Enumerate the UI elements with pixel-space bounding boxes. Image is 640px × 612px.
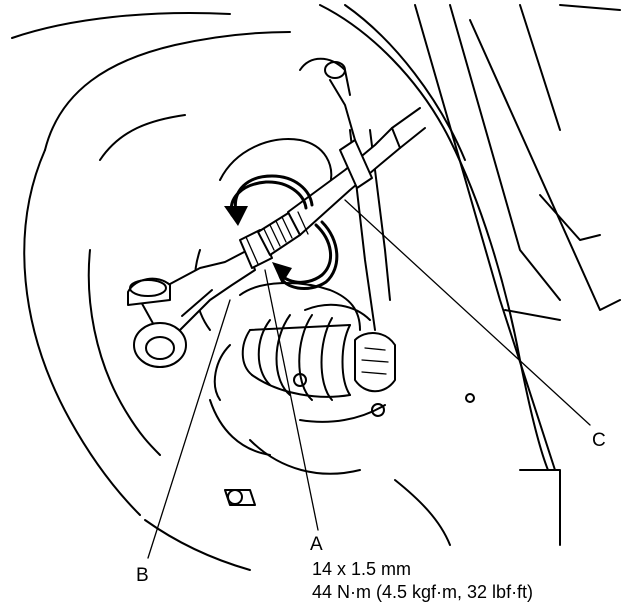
cv-boot (213, 314, 351, 401)
label-c: C (592, 430, 606, 451)
steering-knuckle (193, 138, 386, 506)
label-a: A (310, 534, 323, 555)
strut-assembly (299, 57, 475, 417)
leader-line-b (147, 299, 231, 559)
leader-line-a (264, 269, 319, 531)
body-panel (319, 4, 621, 546)
torque-spec: 44 N·m (4.5 kgf·m, 32 lbf·ft) (312, 582, 533, 602)
tie-rod-end (127, 249, 256, 368)
leader-line-c (344, 199, 591, 426)
label-b: B (136, 565, 149, 586)
thread-size-spec: 14 x 1.5 mm (312, 559, 411, 579)
rotation-arrow-upper (224, 174, 314, 226)
rack-end (287, 107, 426, 236)
wheel-well (11, 12, 291, 571)
rotation-arrow-lower (272, 220, 339, 291)
